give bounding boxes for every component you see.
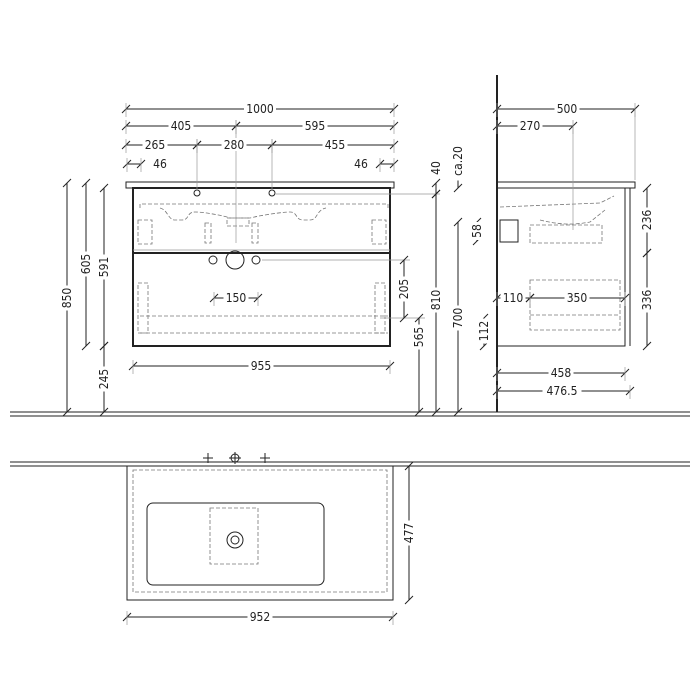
dimension-front-view-center-to-right: 595 bbox=[231, 119, 399, 134]
dimension-front-view-cabinet-height: 591 bbox=[97, 183, 111, 351]
dimension-side-view-inner-depth: 350 bbox=[525, 291, 630, 306]
dimension-side-view-tap-depth-label: 270 bbox=[520, 119, 541, 133]
dimension-side-view-bracket-58-label: 58 bbox=[470, 224, 484, 238]
dimension-side-view-cabinet-depth-label: 458 bbox=[551, 366, 572, 380]
dimension-front-view-cabinet-height-with-top-label: 605 bbox=[79, 254, 93, 275]
floor-line bbox=[10, 411, 690, 467]
front-view-cabinet bbox=[125, 126, 440, 347]
dimension-side-view-tap-depth: 270 bbox=[492, 119, 578, 134]
dimension-side-view-upper-drawer-label: 236 bbox=[640, 210, 654, 231]
dimension-top-view-width: 952 bbox=[122, 610, 398, 625]
dimension-front-view-drain-height-label: 565 bbox=[412, 327, 426, 348]
dimension-front-view-tap2-to-right-label: 455 bbox=[325, 138, 346, 152]
dimension-front-view-left-to-tap1-label: 265 bbox=[145, 138, 166, 152]
dimension-side-view-height-700-label: 700 bbox=[451, 308, 465, 329]
dimension-front-view-top-thickness: 40 bbox=[429, 159, 443, 199]
dimension-front-view-cabinet-height-label: 591 bbox=[97, 257, 111, 278]
dimension-top-view-width-label: 952 bbox=[250, 610, 271, 624]
dimension-side-view-cabinet-depth: 458 bbox=[492, 366, 630, 381]
dimension-side-view-lower-drawer: 336 bbox=[640, 248, 654, 351]
dimension-side-view-overall-depth: 500 bbox=[492, 102, 640, 117]
dimension-front-view-total-height-label: 850 bbox=[60, 288, 74, 309]
dimension-front-view-left-to-center-label: 405 bbox=[171, 119, 192, 133]
dimension-front-view-tap-spacing-label: 280 bbox=[224, 138, 245, 152]
dimension-top-view-depth-label: 477 bbox=[402, 523, 416, 544]
dimension-side-view-inner-depth-label: 350 bbox=[567, 291, 588, 305]
dimension-front-view-left-to-tap1: 265 bbox=[121, 138, 202, 153]
tap-hole-icons bbox=[203, 452, 270, 464]
dimension-side-view-bracket-58: 58 bbox=[470, 217, 484, 246]
dimension-front-view-left-overhang-label: 46 bbox=[153, 157, 167, 171]
dimension-front-view-floor-clearance: 245 bbox=[97, 341, 111, 417]
dimension-front-view-top-thickness-label: 40 bbox=[429, 161, 443, 175]
dimension-side-view-bracket-112-label: 112 bbox=[477, 321, 491, 342]
dimension-side-view-approx-gap: ca.20 bbox=[451, 141, 465, 193]
dimension-front-view-right-overhang: 46 bbox=[352, 157, 399, 172]
dimension-front-view-drain-offset: 205 bbox=[397, 255, 411, 323]
dimension-front-view-overall-width: 1000 bbox=[121, 102, 399, 117]
dimension-front-view-left-overhang: 46 bbox=[122, 157, 169, 172]
dimension-side-view-approx-gap-label: ca.20 bbox=[451, 146, 465, 176]
dimension-front-view-center-to-right-label: 595 bbox=[305, 119, 326, 133]
dimension-side-view-inner-offset: 110 bbox=[492, 291, 535, 306]
dimension-side-view-depth-with-front: 476.5 bbox=[492, 384, 635, 399]
top-view-cabinet bbox=[126, 452, 394, 601]
dimension-front-view-left-to-center: 405 bbox=[121, 119, 241, 134]
dimension-front-view-top-height: 810 bbox=[429, 189, 443, 417]
dimension-front-view-cabinet-width-label: 955 bbox=[251, 359, 272, 373]
dimension-side-view-bracket-112: 112 bbox=[477, 313, 491, 351]
dimension-front-view-right-overhang-label: 46 bbox=[354, 157, 368, 171]
dimension-front-view-cabinet-height-with-top: 605 bbox=[79, 178, 93, 351]
dimension-side-view-overall-depth-label: 500 bbox=[557, 102, 578, 116]
dimension-side-view-inner-offset-label: 110 bbox=[503, 291, 524, 305]
dimension-front-view-overall-width-label: 1000 bbox=[246, 102, 274, 116]
dimension-front-view-floor-clearance-label: 245 bbox=[97, 369, 111, 390]
dimension-front-view-drain-spacing: 150 bbox=[209, 291, 263, 306]
dimension-front-view-drain-height: 565 bbox=[412, 313, 426, 417]
dimension-front-view-drain-offset-label: 205 bbox=[397, 279, 411, 300]
dimension-side-view-lower-drawer-label: 336 bbox=[640, 290, 654, 311]
dimension-front-view-tap2-to-right: 455 bbox=[267, 138, 399, 153]
dimension-front-view-tap-spacing: 280 bbox=[192, 138, 277, 153]
dimension-front-view-total-height: 850 bbox=[60, 178, 74, 417]
dimension-front-view-drain-spacing-label: 150 bbox=[226, 291, 247, 305]
dimension-top-view-depth: 477 bbox=[402, 461, 416, 605]
dimension-side-view-depth-with-front-label: 476.5 bbox=[547, 384, 578, 398]
dimension-side-view-upper-drawer: 236 bbox=[640, 183, 654, 258]
dimension-front-view-top-height-label: 810 bbox=[429, 290, 443, 311]
dimension-side-view-height-700: 700 bbox=[451, 217, 465, 417]
dimension-front-view-cabinet-width: 955 bbox=[128, 359, 395, 374]
